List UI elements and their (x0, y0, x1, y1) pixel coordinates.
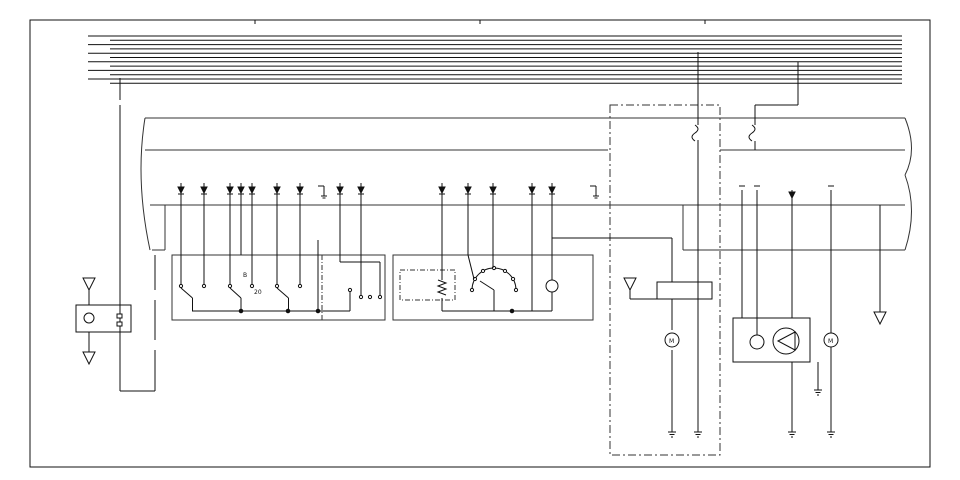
rotary-contact (510, 276, 516, 282)
knob-label-b: 20 (254, 289, 262, 296)
switch-lever (180, 287, 193, 299)
harness-tube (140, 117, 912, 251)
ground-arrow-icon (82, 205, 887, 366)
rheostat-box (399, 269, 456, 301)
left-circuit (75, 78, 156, 392)
switch-contact (249, 283, 255, 289)
motor-icon (664, 332, 839, 350)
junction-dot (509, 308, 515, 314)
diode-icon (464, 186, 472, 195)
switch-lever (229, 287, 242, 299)
rotary-wiper (479, 280, 495, 291)
switch-panel (171, 254, 386, 321)
rotary-arc (471, 267, 517, 291)
switch-contact (178, 283, 184, 289)
diode-icon (548, 186, 556, 195)
rotary-contact (469, 287, 475, 293)
motor-label: M (669, 338, 674, 345)
connector-pins (177, 183, 834, 255)
diode-icon (528, 186, 536, 195)
diode-icon (248, 186, 256, 195)
rotary-switch (436, 254, 559, 314)
right-circuit (732, 62, 832, 432)
switch-contact (347, 287, 353, 293)
diode-icon (177, 186, 185, 195)
diode-icon (438, 186, 446, 195)
left-switch-contacts (116, 313, 123, 327)
junction-dot (315, 308, 321, 314)
switch-bank (178, 240, 383, 314)
bus-lines (88, 35, 902, 84)
switch-lever (276, 287, 289, 299)
switch-contact (201, 283, 207, 289)
knob-label-a: B (243, 272, 247, 279)
ground-icon (668, 389, 835, 438)
rotary-contact (480, 268, 486, 274)
relay-circuit (552, 52, 713, 432)
switch-contact (367, 294, 373, 300)
resistor-icon (436, 279, 448, 296)
diode-icon (226, 186, 234, 195)
switch-contact (377, 294, 383, 300)
diode-icon (357, 186, 365, 195)
relay-module-boundary (609, 104, 721, 456)
diode-icon (336, 186, 344, 195)
diode-icon (296, 186, 304, 195)
diode-icon (200, 186, 208, 195)
motor-label: M (828, 338, 833, 345)
switch-contact (297, 283, 303, 289)
rotary-wire (467, 254, 475, 280)
rotary-contact (513, 287, 519, 293)
diode-icon (489, 186, 497, 195)
rotary-contact (502, 268, 508, 274)
junction-dot (238, 308, 244, 314)
diode-icon (273, 186, 281, 195)
lamp-icon (545, 279, 559, 293)
switch-contact (358, 294, 364, 300)
junction-dot (285, 308, 291, 314)
switch-contact (227, 283, 233, 289)
diode-icon (237, 186, 245, 195)
switch-contact (274, 283, 280, 289)
